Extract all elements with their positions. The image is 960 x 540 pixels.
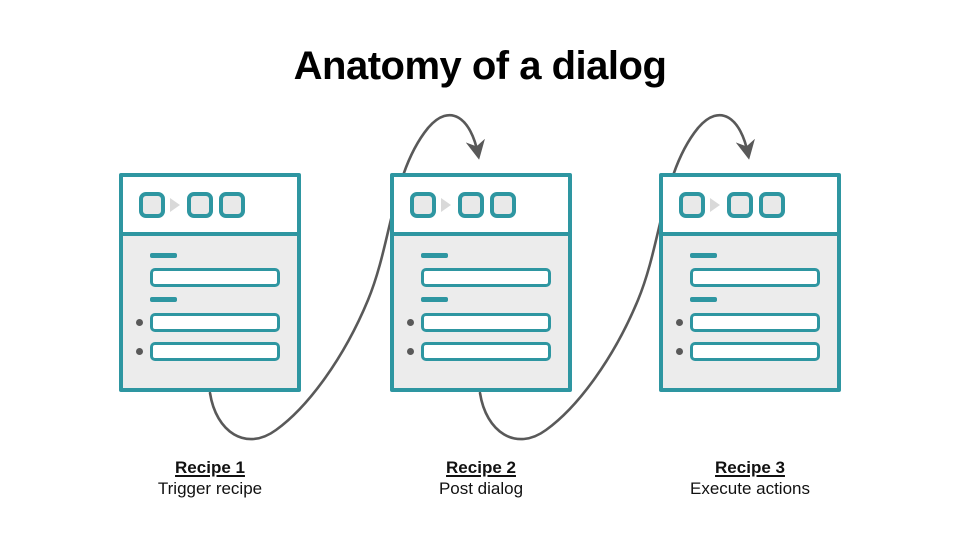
recipe-card-1-body [123,236,297,388]
bullet-dot [407,319,414,326]
input-field-placeholder [421,313,551,332]
bullet-dot [136,319,143,326]
list-item [676,313,820,332]
recipe-card-2-header [394,177,568,236]
list-item [136,342,280,361]
recipe-label-2: Recipe 2 Post dialog [390,457,572,500]
recipe-label-3: Recipe 3 Execute actions [659,457,841,500]
input-field-placeholder [150,313,280,332]
recipe-label-3-title: Recipe 3 [715,458,785,477]
list-item [676,342,820,361]
recipe-label-3-caption: Execute actions [689,479,810,498]
step-icon [679,191,705,218]
slide-title: Anatomy of a dialog [293,44,667,88]
recipe-label-1: Recipe 1 Trigger recipe [119,457,301,500]
input-field-placeholder [150,342,280,361]
step-icon [139,191,165,218]
chevron-right-icon [170,197,180,212]
input-field-placeholder [690,342,820,361]
step-icon [458,191,484,218]
field-label-placeholder [150,253,177,258]
recipe-card-2 [390,173,572,392]
list-item [407,342,551,361]
bullet-dot [676,319,683,326]
bullet-dot [136,348,143,355]
input-field-placeholder [150,268,280,287]
field-label-placeholder [690,253,717,258]
field-label-placeholder [150,297,177,302]
input-field-placeholder [421,268,551,287]
recipe-card-1 [119,173,301,392]
step-icon [187,191,213,218]
recipe-card-3-body [663,236,837,388]
recipe-card-3-header [663,177,837,236]
bullet-dot [676,348,683,355]
recipe-card-2-body [394,236,568,388]
step-icon [219,191,245,218]
recipe-label-2-title: Recipe 2 [446,458,516,477]
list-item [136,313,280,332]
field-label-placeholder [421,253,448,258]
recipe-card-3 [659,173,841,392]
step-icon [410,191,436,218]
step-icon [727,191,753,218]
step-icon [490,191,516,218]
field-label-placeholder [690,297,717,302]
step-icon [759,191,785,218]
chevron-right-icon [710,197,720,212]
recipe-label-1-caption: Trigger recipe [157,479,263,498]
input-field-placeholder [421,342,551,361]
input-field-placeholder [690,313,820,332]
bullet-dot [407,348,414,355]
field-label-placeholder [421,297,448,302]
recipe-label-2-caption: Post dialog [438,479,524,498]
list-item [407,313,551,332]
recipe-label-1-title: Recipe 1 [175,458,245,477]
input-field-placeholder [690,268,820,287]
chevron-right-icon [441,197,451,212]
recipe-card-1-header [123,177,297,236]
